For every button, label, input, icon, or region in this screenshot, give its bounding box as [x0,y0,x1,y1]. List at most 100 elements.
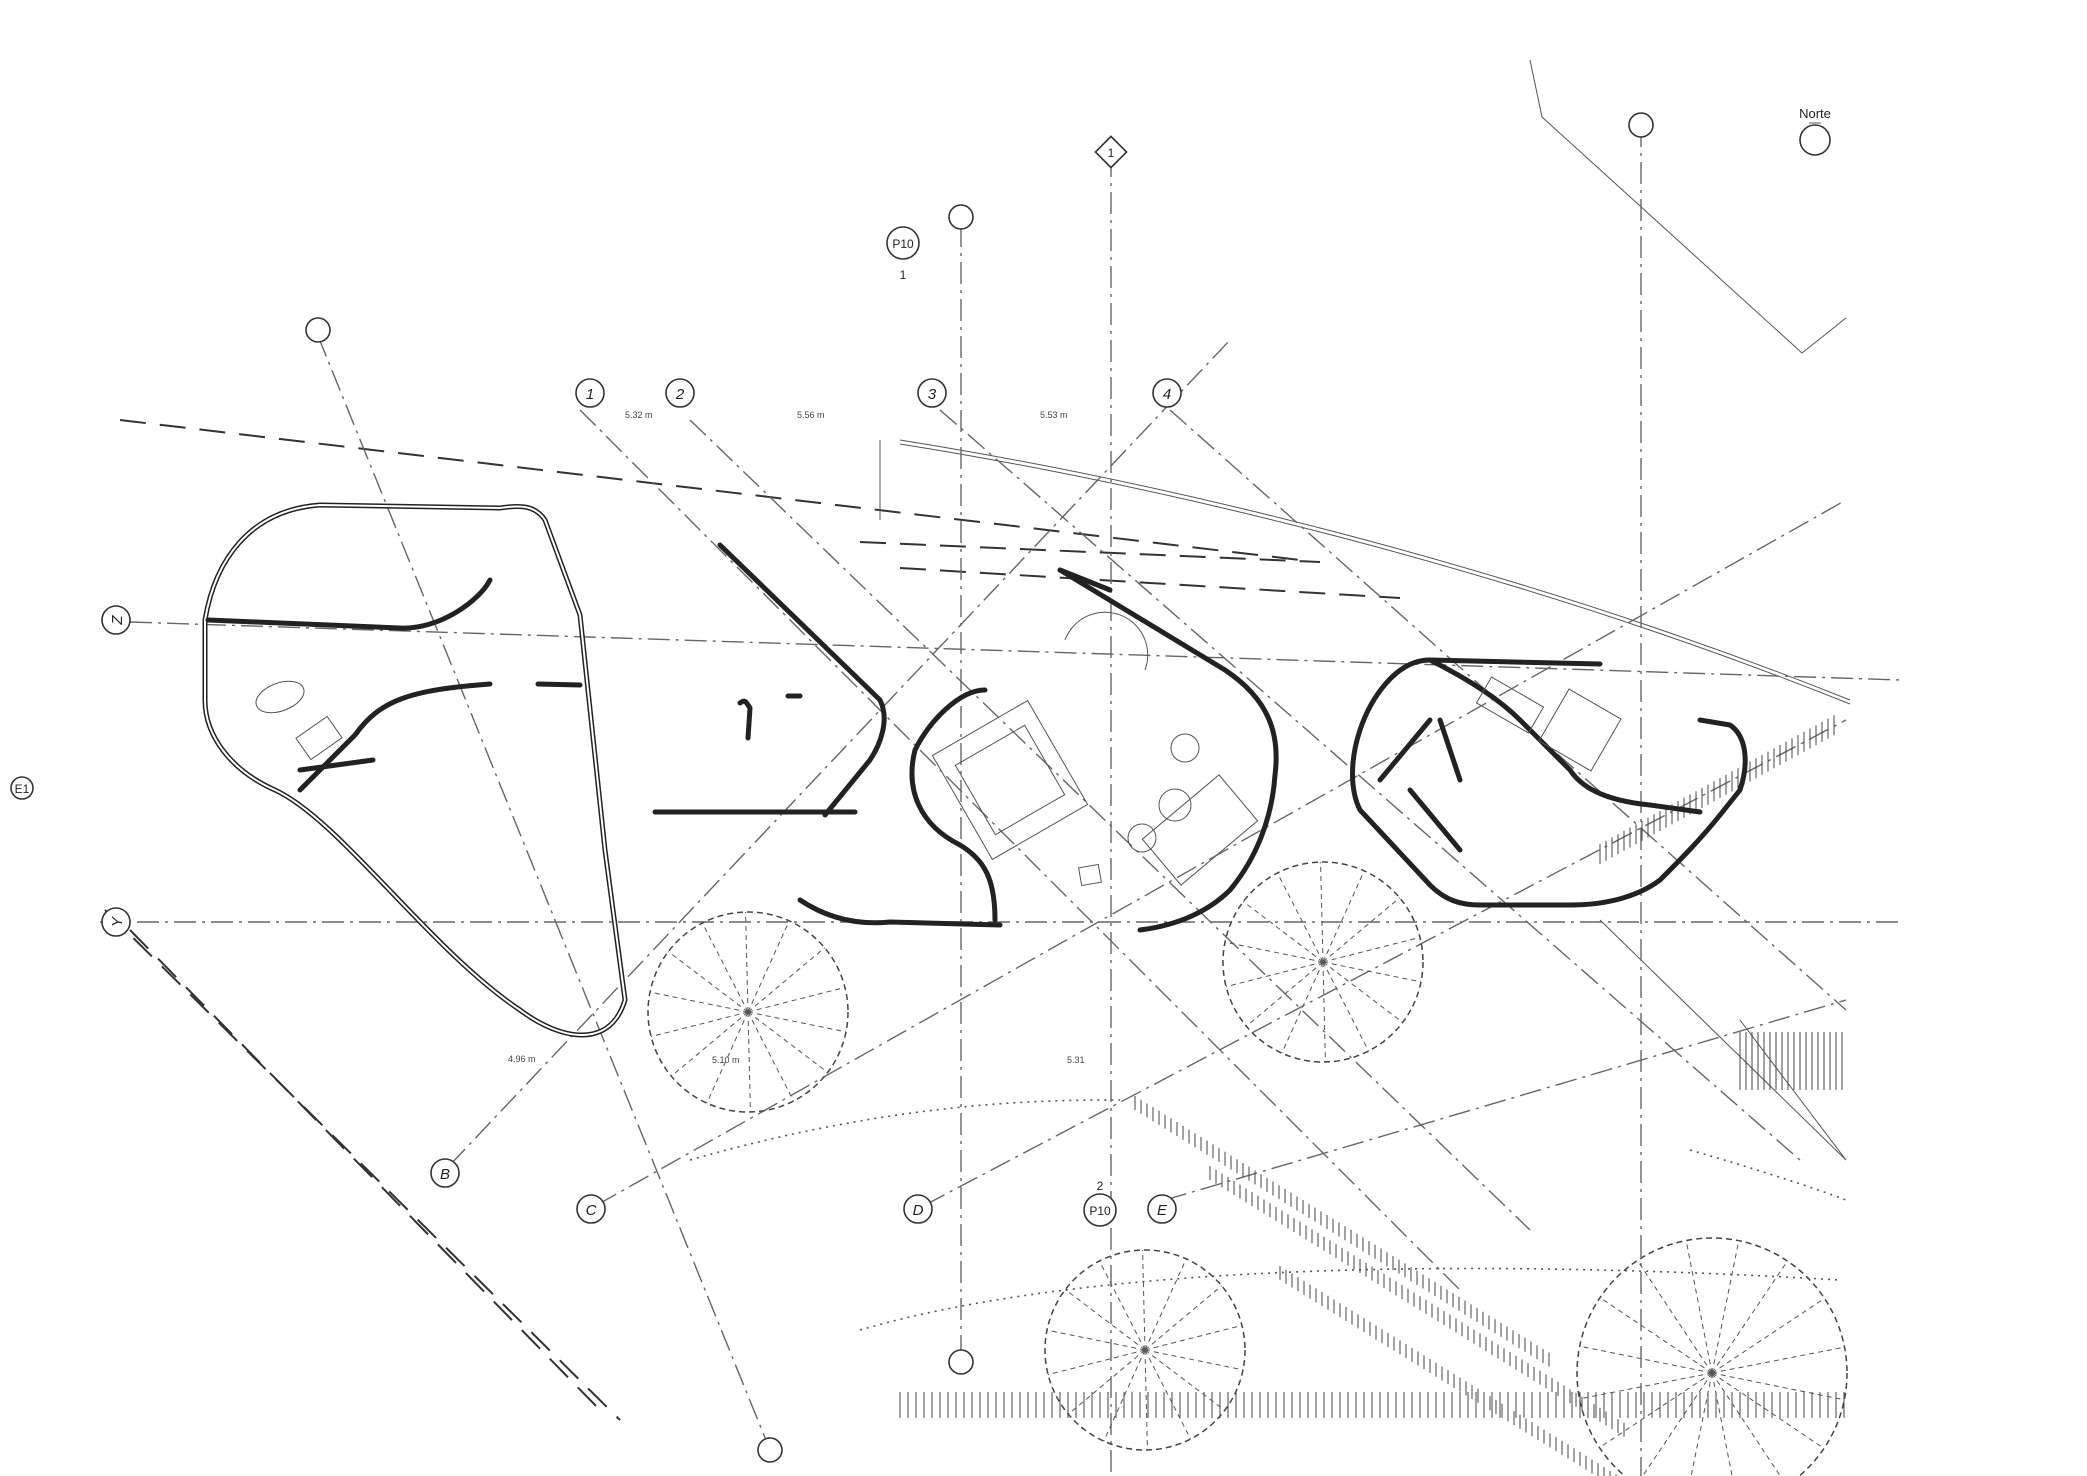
grid-bubble-Y: Y [101,907,131,937]
grid-bubble-E: E [1147,1194,1177,1224]
grid-end-marker [1628,112,1654,138]
elevation-tag: 1 [1094,135,1128,169]
tree-spoke [1711,1346,1845,1374]
tree-spoke [1322,961,1403,1023]
grid-bubble-1: 1 [575,378,605,408]
svg-text:5.31: 5.31 [1067,1055,1085,1065]
svg-text:Y: Y [109,916,126,927]
grid-bubble-D: D [903,1194,933,1224]
tree-2 [1222,861,1424,1063]
tree-spoke [747,947,825,1013]
tree-spoke [1144,1258,1187,1351]
svg-text:E: E [1157,1202,1168,1219]
grid-bubble-C: C [576,1194,606,1224]
dimension-labels: 5.32 m 5.56 m 5.53 m 4.96 m 5.10 m 5.31 [508,410,1085,1065]
svg-text:4.96 m: 4.96 m [508,1054,536,1064]
svg-text:C: C [586,1202,597,1219]
trees [647,861,1848,1476]
tree-spoke [745,912,749,1013]
tree-spoke [747,920,790,1013]
tree-4 [1576,1237,1848,1476]
svg-text:1: 1 [900,268,907,282]
tree-spoke [1144,1285,1222,1351]
section-mark-top: P10 1 [886,226,920,282]
tree-spoke [1579,1372,1713,1400]
building-3-walls [1350,657,1748,908]
grid-bubble-Z: Z [101,605,131,635]
tree-spoke [1685,1240,1713,1374]
tree-spoke [1322,961,1422,983]
svg-text:1: 1 [1108,146,1115,160]
tree-spoke [1281,961,1324,1054]
svg-text:E1: E1 [15,782,30,796]
tree-spoke [1068,1349,1146,1415]
tree-spoke [1322,961,1370,1052]
svg-text:3: 3 [928,386,937,403]
tree-spoke [1243,901,1324,963]
tree-spoke [1690,1372,1713,1476]
tree-spoke [1322,897,1400,963]
tree-spoke [747,986,846,1013]
tree-spoke [706,1011,749,1104]
tree-spoke [747,1011,795,1102]
svg-text:2: 2 [1097,1179,1104,1193]
tree-spoke [1711,1372,1781,1476]
grid-end-marker [305,317,331,343]
tree-spoke [1142,1250,1146,1351]
tree-spoke [1144,1324,1243,1351]
site-lines [104,59,1851,1421]
tree-spoke [1225,961,1324,988]
landscape-hatching [899,715,1845,1476]
grid-bubble-2: 2 [665,378,695,408]
grid-end-marker [757,1437,783,1463]
svg-text:4: 4 [1163,386,1171,403]
tree-spoke [1322,870,1365,963]
tree-spoke [1246,961,1324,1027]
tree-spoke [747,1011,828,1073]
svg-text:P10: P10 [1089,1204,1111,1218]
north-arrow-icon: Norte [1799,106,1831,156]
structural-grid [100,125,1901,1476]
grid-bubbles: 1 2 3 4 B C D E [101,112,1654,1463]
tree-spoke [1636,1260,1713,1374]
tree-spoke [1224,941,1324,963]
tree-spoke [1047,1349,1146,1376]
grid-bubble-B: B [430,1158,460,1188]
grid-end-marker [948,204,974,230]
tree-spoke [1579,1345,1713,1374]
tree-spoke [1599,1372,1713,1449]
tree-spoke [1711,1372,1733,1476]
tree-spoke [1711,1240,1740,1374]
tree-spoke [1711,1372,1845,1401]
tree-spoke [1065,1289,1146,1351]
tree-spoke [1642,1372,1713,1476]
elevation-mark-e1: E1 [10,776,34,800]
tree-spoke [1322,936,1421,963]
tree-spoke [1144,1349,1192,1440]
tree-spoke [671,1011,749,1077]
building-1-walls [202,502,628,1038]
tree-spoke [1711,1372,1825,1449]
tree-spoke [1320,862,1324,963]
tree-spoke [1322,961,1326,1062]
tree-spoke [1711,1297,1825,1374]
tree-spoke [747,1011,847,1033]
svg-text:5.32 m: 5.32 m [625,410,653,420]
building-2-walls [652,542,1279,933]
svg-text:5.56 m: 5.56 m [797,410,825,420]
tree-spoke [1103,1349,1146,1442]
svg-text:D: D [913,1202,924,1219]
tree-spoke [747,1011,751,1112]
section-mark-bottom: P10 2 [1083,1179,1117,1227]
svg-text:1: 1 [586,386,594,403]
svg-text:Z: Z [109,615,126,626]
tree-spoke [1144,1349,1244,1371]
tree-3 [1044,1249,1246,1451]
tree-spoke [668,951,749,1013]
grid-end-marker [948,1349,974,1375]
tree-spoke [1144,1349,1225,1411]
svg-text:P10: P10 [892,237,914,251]
tree-spoke [1711,1260,1788,1374]
tree-spoke [649,991,749,1013]
